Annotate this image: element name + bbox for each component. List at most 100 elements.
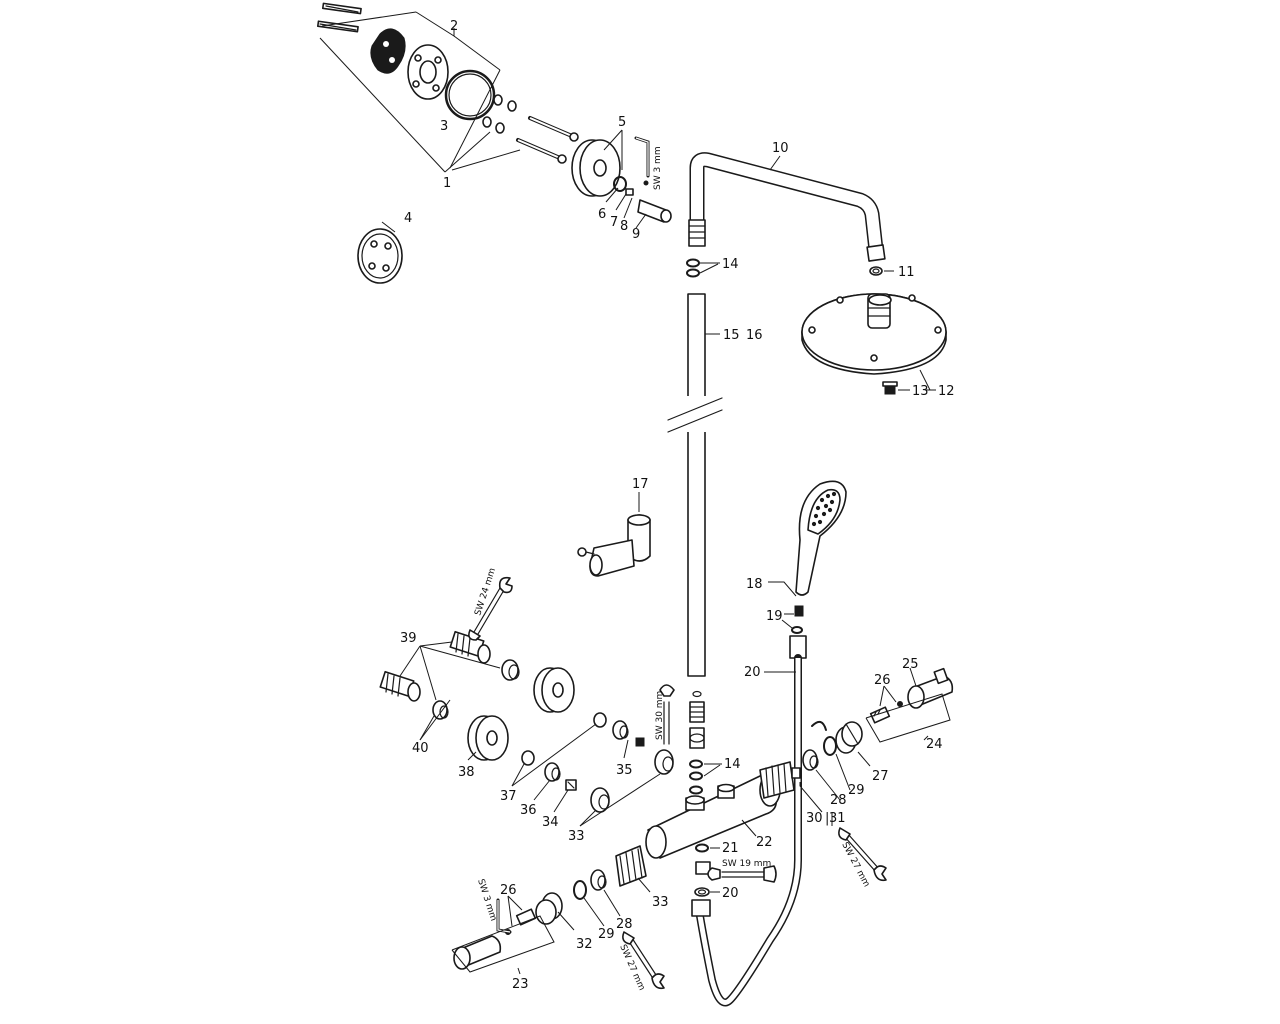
label-24-right: 24 bbox=[926, 737, 943, 752]
label-39: 38 bbox=[458, 765, 475, 780]
shower-hose: 20 bbox=[691, 635, 807, 1007]
valve-36 bbox=[612, 720, 645, 747]
label-9: 9 bbox=[632, 227, 640, 242]
nut-37 bbox=[544, 762, 561, 782]
bracket-o-ring bbox=[444, 69, 496, 121]
o-ring-29-right bbox=[823, 736, 837, 756]
label-29-right: 29 bbox=[848, 783, 865, 798]
label-27: 27 bbox=[872, 769, 889, 784]
o-ring-6 bbox=[613, 176, 627, 192]
label-23: 22 bbox=[756, 835, 773, 850]
label-38: 37 bbox=[500, 789, 517, 804]
label-26-left: 26 bbox=[500, 883, 517, 898]
label-13: 13 bbox=[912, 384, 929, 399]
tool-label-sw3-bottom: SW 3 mm bbox=[475, 878, 498, 923]
wrench-sw27-left: SW 27 mm bbox=[617, 931, 665, 992]
label-26-right: 26 bbox=[874, 673, 891, 688]
tool-label-sw24: SW 24 mm bbox=[473, 567, 498, 617]
cartridge-33 bbox=[615, 845, 647, 887]
seal-11 bbox=[869, 266, 883, 276]
clip-right bbox=[811, 720, 827, 731]
cap-38 bbox=[521, 750, 535, 766]
label-7: 7 bbox=[610, 215, 618, 230]
label-24-left: 23 bbox=[512, 977, 529, 992]
connection-elbows: 39 40 bbox=[379, 630, 520, 756]
handle-25 bbox=[907, 667, 954, 709]
label-35: 34 bbox=[542, 815, 559, 830]
label-41: 40 bbox=[412, 741, 429, 756]
wrench-sw30: SW 30 mm bbox=[655, 684, 675, 745]
wrench-sw24: SW 24 mm bbox=[468, 567, 513, 641]
label-1: 1 bbox=[443, 176, 451, 191]
label-22: 21 bbox=[722, 841, 739, 856]
label-34: 33 bbox=[568, 829, 585, 844]
label-33: 33 bbox=[652, 895, 669, 910]
overhead-shower: 11 13 12 bbox=[801, 265, 955, 399]
wall-bracket-assembly: 2 3 1 bbox=[316, 2, 579, 191]
hex-key-top bbox=[634, 136, 650, 178]
label-16: 16 bbox=[746, 328, 763, 343]
spray-nozzles bbox=[811, 491, 837, 527]
label-14-bottom: 14 bbox=[724, 757, 741, 772]
adjuster-32 bbox=[535, 892, 563, 925]
shower-arm: 10 bbox=[688, 141, 886, 262]
tool-label-sw3-top: SW 3 mm bbox=[653, 146, 663, 190]
label-3: 3 bbox=[440, 119, 448, 134]
tool-label-sw30: SW 30 mm bbox=[655, 691, 665, 740]
thermostat-body: 22 bbox=[645, 773, 781, 859]
label-28-left: 28 bbox=[616, 917, 633, 932]
filter-19: 19 bbox=[766, 605, 804, 634]
check-valve-35 bbox=[565, 779, 577, 791]
label-36: 35 bbox=[616, 763, 633, 778]
riser-pipe: 15 16 bbox=[667, 293, 763, 677]
cover-plate: 4 bbox=[357, 211, 412, 284]
label-37: 36 bbox=[520, 803, 537, 818]
label-6: 6 bbox=[598, 207, 606, 222]
label-20: 20 bbox=[744, 665, 761, 680]
label-4: 4 bbox=[404, 211, 412, 226]
label-31-separator: | bbox=[825, 811, 829, 826]
seals-14-top: 14 bbox=[686, 257, 739, 278]
washers bbox=[482, 94, 517, 134]
tool-label-sw27-left: SW 27 mm bbox=[617, 943, 646, 992]
bracket-leader-2 bbox=[415, 11, 455, 37]
label-10: 10 bbox=[772, 141, 789, 156]
connector-pipe bbox=[637, 199, 672, 223]
elbow-40-lower bbox=[379, 670, 421, 702]
label-8: 8 bbox=[620, 219, 628, 234]
cartridge-30-31 bbox=[759, 761, 801, 799]
wrench-sw19: SW 19 mm bbox=[707, 859, 777, 883]
nozzle-13 bbox=[882, 381, 898, 395]
label-19: 19 bbox=[766, 609, 783, 624]
label-28-right: 28 bbox=[830, 793, 847, 808]
label-15: 15 bbox=[723, 328, 740, 343]
mounting-plate bbox=[407, 44, 449, 100]
riser-connectors: 14 bbox=[689, 690, 741, 795]
hex-key-bottom bbox=[496, 898, 512, 934]
hand-shower: 18 bbox=[746, 480, 847, 597]
label-18: 18 bbox=[746, 577, 763, 592]
gasket-plate bbox=[370, 28, 406, 74]
label-29-left: 29 bbox=[598, 927, 615, 942]
wall-rosette-assembly: 5 6 7 8 9 SW 3 mm bbox=[571, 115, 672, 242]
label-5: 5 bbox=[618, 115, 626, 130]
nut-28-right bbox=[802, 749, 819, 771]
threaded-rod-bottom bbox=[316, 20, 359, 33]
wrench-sw27-right: SW 27 mm bbox=[838, 827, 887, 889]
label-17: 17 bbox=[632, 477, 649, 492]
label-25: 25 bbox=[902, 657, 919, 672]
label-12: 12 bbox=[938, 384, 955, 399]
label-21: 20 bbox=[722, 886, 739, 901]
handle-24-left bbox=[453, 935, 502, 970]
left-cartridge-assembly: 26 23 32 29 28 33 SW 3 mm bbox=[451, 845, 669, 992]
adjuster-27 bbox=[835, 721, 863, 754]
nut-28-left bbox=[590, 869, 607, 891]
o-ring-29-left bbox=[573, 880, 587, 900]
seal-22-connector-21: 21 20 bbox=[694, 841, 739, 901]
label-32: 32 bbox=[576, 937, 593, 952]
tool-label-sw19: SW 19 mm bbox=[722, 859, 771, 869]
label-2: 2 bbox=[450, 19, 458, 34]
label-31: 31 bbox=[829, 811, 846, 826]
screw-26-right bbox=[869, 701, 903, 724]
